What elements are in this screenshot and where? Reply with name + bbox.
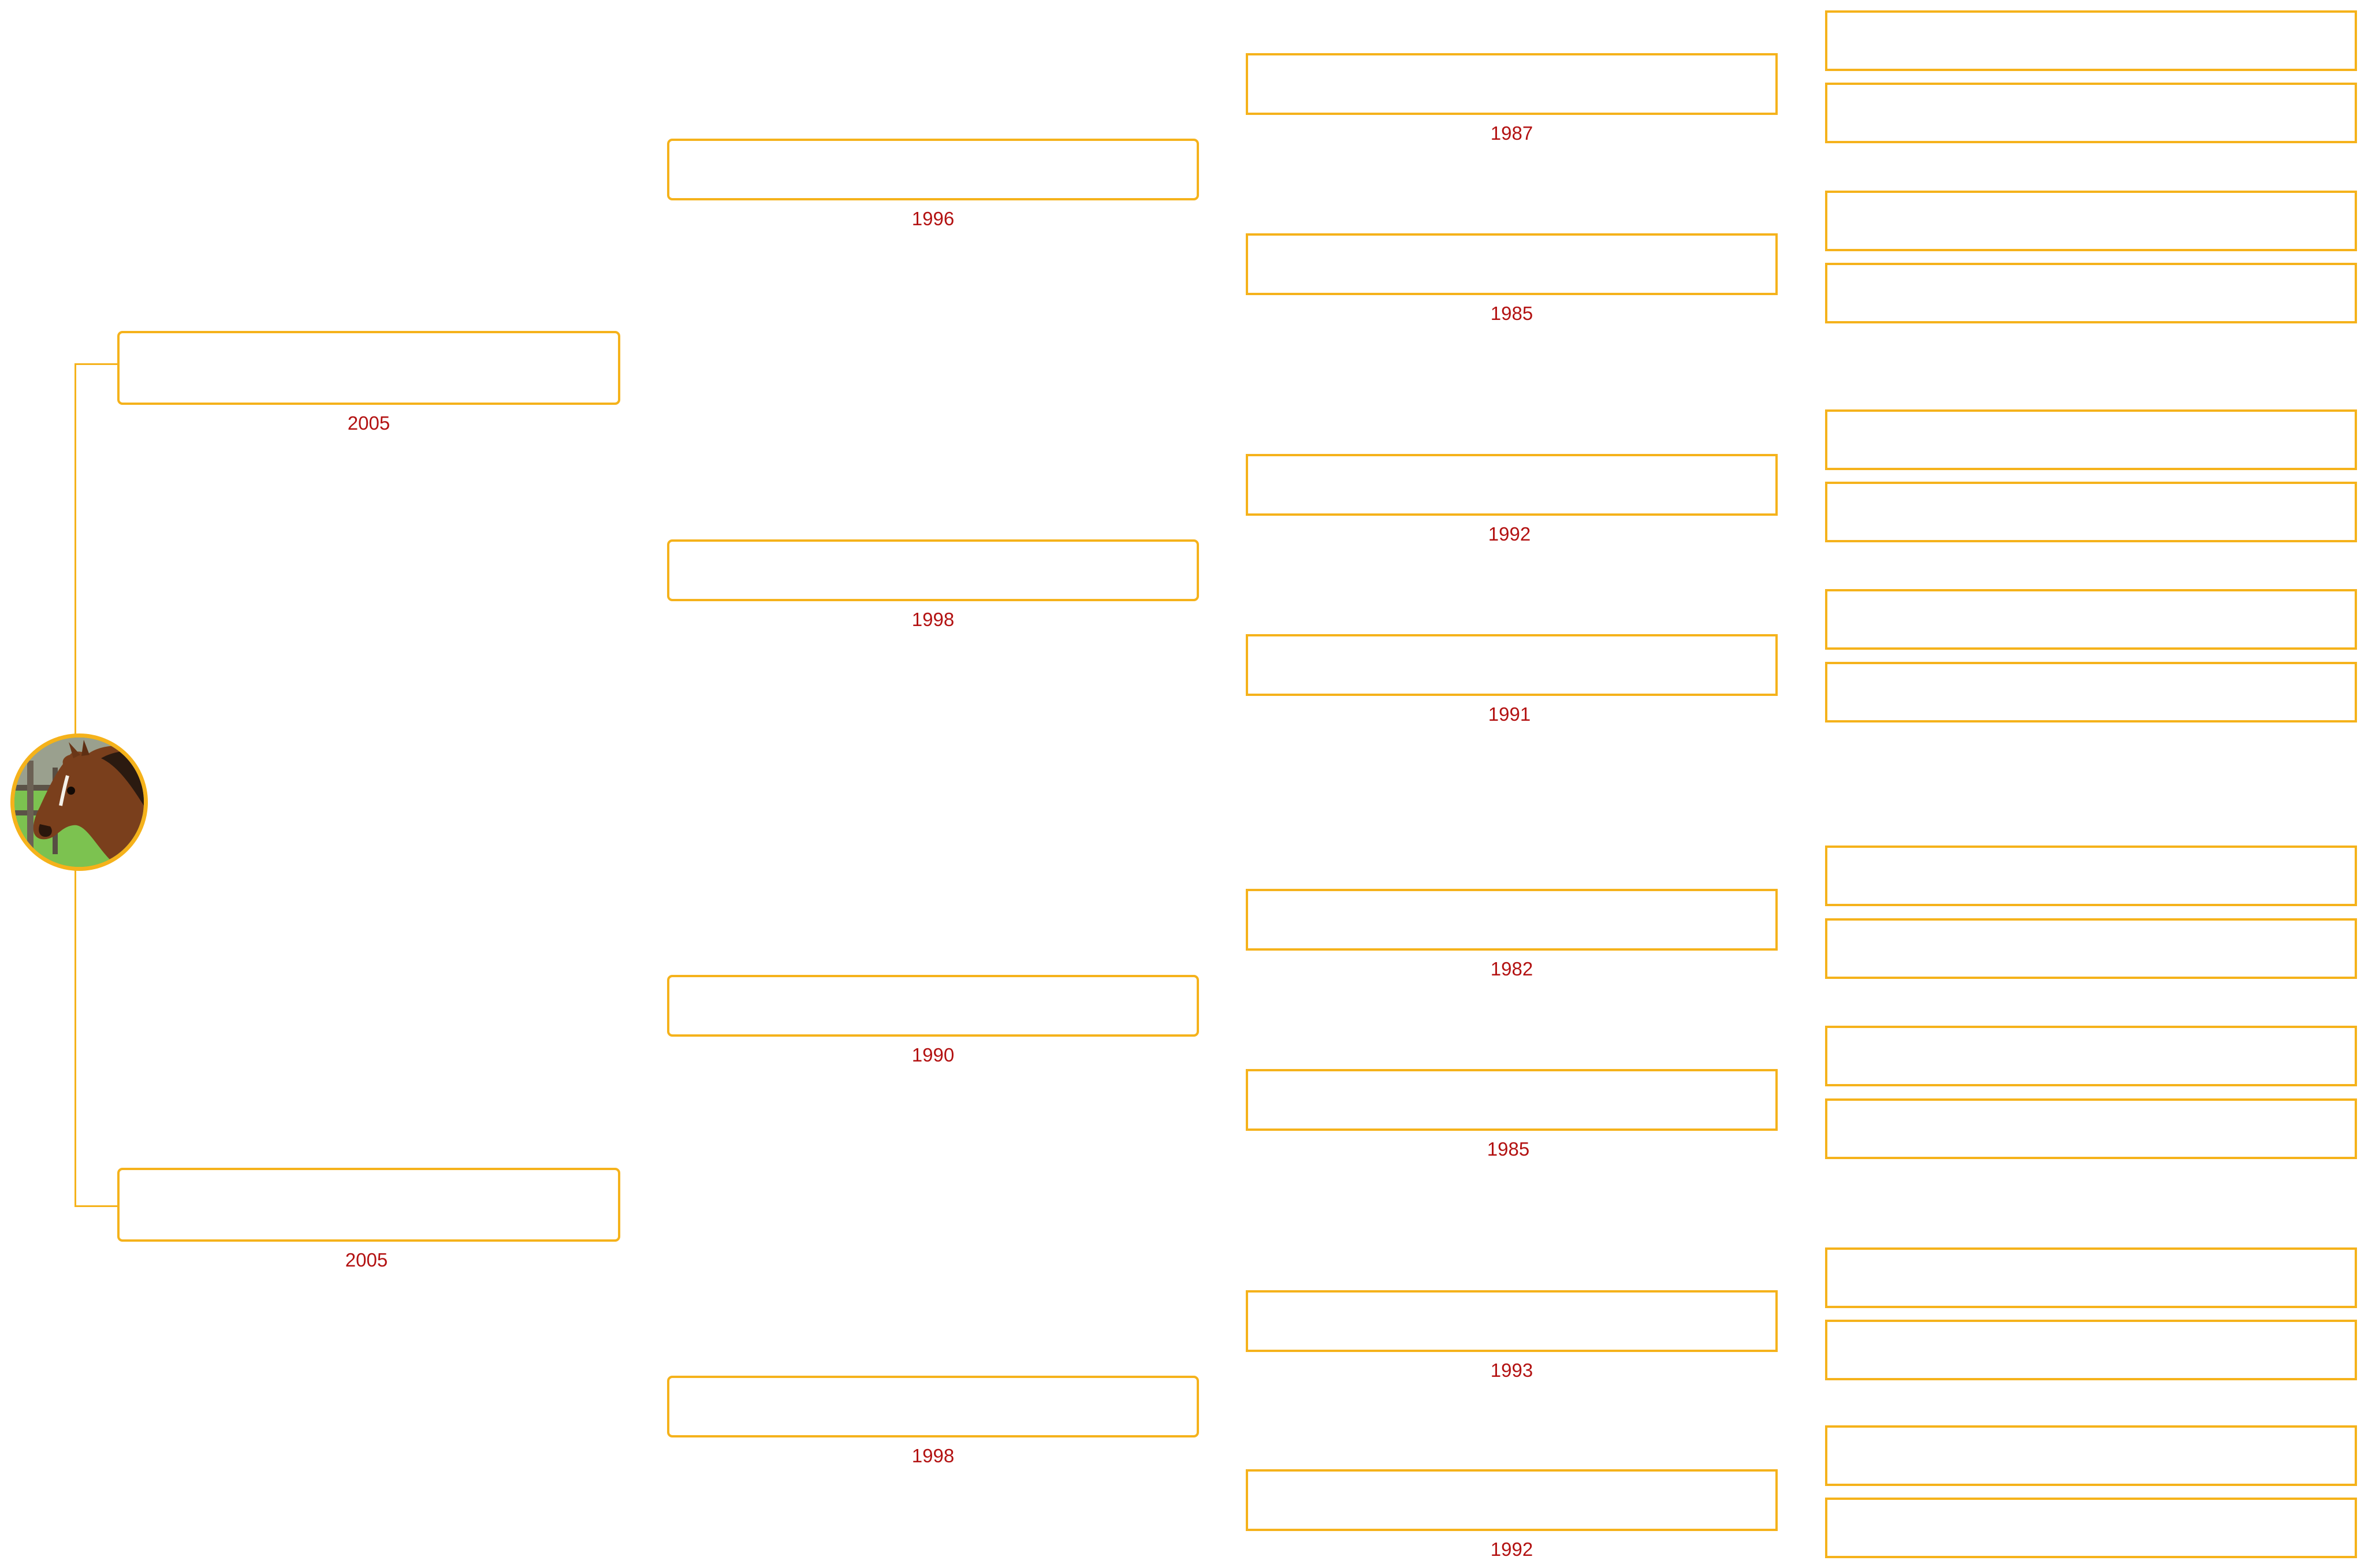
ancestor-year-sire: 2005	[347, 412, 390, 434]
ancestor-box-g4-1[interactable]	[1825, 10, 2357, 71]
horse-photo-icon	[10, 733, 148, 871]
ancestor-box-g4-6[interactable]	[1825, 482, 2357, 542]
ancestor-box-g4-3[interactable]	[1825, 191, 2357, 251]
ancestor-box-g4-10[interactable]	[1825, 918, 2357, 979]
ancestor-box-g4-9[interactable]	[1825, 846, 2357, 906]
ancestor-year-g3-7: 1993	[1490, 1360, 1533, 1381]
ancestor-box-dam-dam[interactable]	[667, 1376, 1199, 1437]
ancestor-box-g4-14[interactable]	[1825, 1320, 2357, 1380]
ancestor-box-g3-1[interactable]	[1246, 53, 1778, 115]
ancestor-year-sire-dam: 1998	[911, 609, 955, 630]
ancestor-year-dam-sire: 1990	[911, 1044, 955, 1066]
ancestor-box-g4-11[interactable]	[1825, 1026, 2357, 1086]
ancestor-box-g4-8[interactable]	[1825, 662, 2357, 722]
ancestor-year-g3-4: 1991	[1488, 703, 1531, 725]
ancestor-box-sire-sire[interactable]	[667, 139, 1199, 200]
ancestor-year-g3-3: 1992	[1488, 523, 1531, 545]
ancestor-box-g4-15[interactable]	[1825, 1425, 2357, 1486]
ancestor-year-g3-5: 1982	[1490, 958, 1533, 979]
ancestor-year-g3-1: 1987	[1490, 122, 1533, 144]
ancestor-box-g3-7[interactable]	[1246, 1290, 1778, 1352]
ancestor-box-g3-5[interactable]	[1246, 889, 1778, 951]
ancestor-box-g4-4[interactable]	[1825, 263, 2357, 323]
ancestor-year-g3-6: 1985	[1487, 1138, 1530, 1160]
ancestor-box-g4-13[interactable]	[1825, 1247, 2357, 1308]
ancestor-year-dam-dam: 1998	[911, 1445, 955, 1466]
ancestor-year-dam: 2005	[345, 1249, 388, 1271]
ancestor-box-g4-2[interactable]	[1825, 83, 2357, 143]
ancestor-box-g3-2[interactable]	[1246, 233, 1778, 295]
ancestor-box-g3-8[interactable]	[1246, 1469, 1778, 1531]
ancestor-box-g3-3[interactable]	[1246, 454, 1778, 516]
ancestor-box-g4-16[interactable]	[1825, 1498, 2357, 1558]
dam-connector	[75, 870, 119, 1207]
ancestor-year-g3-2: 1985	[1490, 303, 1533, 324]
ancestor-year-g3-8: 1992	[1490, 1539, 1533, 1560]
ancestor-year-sire-sire: 1996	[911, 208, 955, 229]
ancestor-box-g3-6[interactable]	[1246, 1069, 1778, 1131]
horse-head-icon	[14, 738, 144, 867]
ancestor-box-sire[interactable]	[117, 331, 620, 405]
ancestor-box-sire-dam[interactable]	[667, 539, 1199, 601]
ancestor-box-g4-7[interactable]	[1825, 589, 2357, 650]
ancestor-box-g4-5[interactable]	[1825, 409, 2357, 470]
ancestor-box-g3-4[interactable]	[1246, 634, 1778, 696]
ancestor-box-g4-12[interactable]	[1825, 1098, 2357, 1159]
sire-connector	[75, 363, 119, 736]
ancestor-box-dam[interactable]	[117, 1168, 620, 1242]
ancestor-box-dam-sire[interactable]	[667, 975, 1199, 1037]
